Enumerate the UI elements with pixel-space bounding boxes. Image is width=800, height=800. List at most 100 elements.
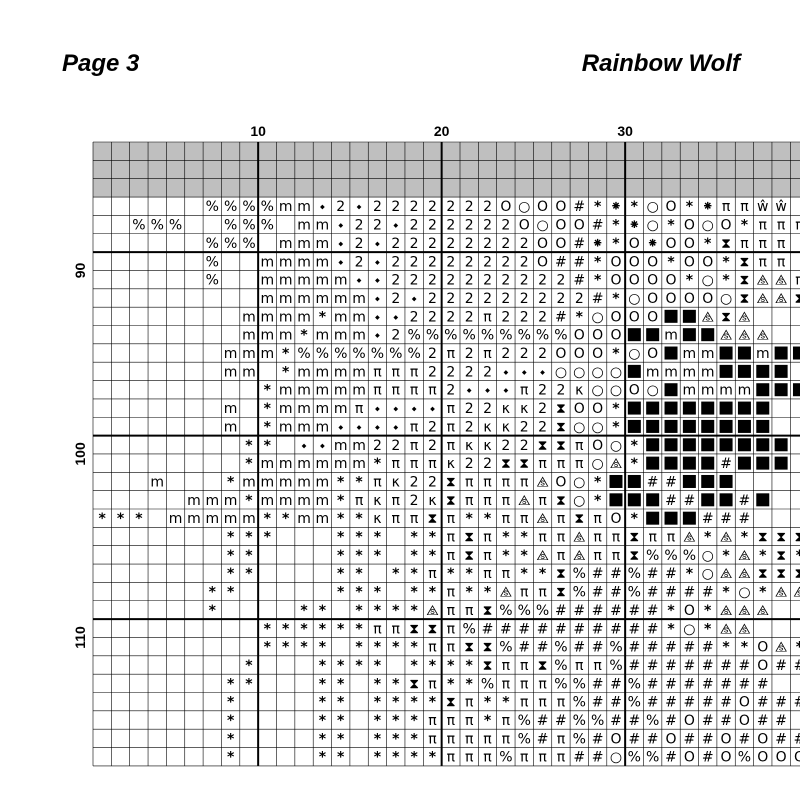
stitch-symbol: m xyxy=(316,254,330,270)
stitch-symbol xyxy=(664,383,678,397)
stitch-symbol: * xyxy=(245,456,253,472)
stitch-symbol: π xyxy=(447,750,456,766)
stitch-symbol: 2 xyxy=(520,273,529,289)
stitch-symbol: % xyxy=(316,346,329,362)
stitch-symbol: m xyxy=(701,383,715,399)
stitch-symbol: * xyxy=(245,676,253,692)
stitch-symbol: # xyxy=(702,585,714,601)
column-label: 30 xyxy=(617,123,633,139)
stitch-symbol: * xyxy=(227,713,235,729)
stitch-symbol: 2 xyxy=(336,199,345,215)
stitch-symbol: ⧌ xyxy=(536,474,549,490)
stitch-symbol xyxy=(682,438,696,452)
stitch-symbol: ⧌ xyxy=(738,566,751,582)
stitch-symbol xyxy=(774,364,788,378)
stitch-symbol: ⧌ xyxy=(701,309,714,325)
stitch-symbol: # xyxy=(794,695,800,711)
stitch-symbol: # xyxy=(573,603,585,619)
stitch-symbol: 2 xyxy=(501,273,510,289)
stitch-symbol: # xyxy=(628,658,640,674)
stitch-symbol: # xyxy=(628,621,640,637)
stitch-symbol: # xyxy=(702,713,714,729)
stitch-symbol: * xyxy=(667,218,675,234)
stitch-symbol: 2 xyxy=(446,273,455,289)
stitch-symbol xyxy=(609,474,623,488)
stitch-symbol xyxy=(664,456,678,470)
stitch-symbol: π xyxy=(465,603,474,619)
stitch-symbol xyxy=(646,438,660,452)
stitch-symbol: 2 xyxy=(410,254,419,270)
stitch-symbol: m xyxy=(150,474,164,490)
stitch-symbol: m xyxy=(279,456,293,472)
stitch-symbol: 2 xyxy=(391,254,400,270)
stitch-symbol: O xyxy=(610,273,621,289)
stitch-symbol xyxy=(682,474,696,488)
stitch-symbol: π xyxy=(410,456,419,472)
stitch-symbol: % xyxy=(151,218,164,234)
stitch-symbol: 2 xyxy=(410,273,419,289)
stitch-symbol: π xyxy=(465,731,474,747)
stitch-symbol: O xyxy=(757,750,768,766)
stitch-symbol: O xyxy=(629,273,640,289)
stitch-symbol xyxy=(646,328,660,342)
stitch-symbol: m xyxy=(683,383,697,399)
stitch-symbol: * xyxy=(355,658,363,674)
stitch-symbol: % xyxy=(628,750,641,766)
stitch-symbol: 2 xyxy=(355,218,364,234)
stitch-symbol: π xyxy=(502,731,511,747)
stitch-symbol: ⧌ xyxy=(738,621,751,637)
stitch-symbol: 2 xyxy=(483,218,492,234)
stitch-symbol: π xyxy=(759,218,768,234)
stitch-symbol: # xyxy=(720,695,732,711)
stitch-symbol: ⬩ xyxy=(375,273,380,289)
stitch-symbol: O xyxy=(666,199,677,215)
stitch-symbol: ⧗ xyxy=(483,640,493,656)
stitch-symbol: m xyxy=(242,511,256,527)
stitch-symbol: m xyxy=(352,364,366,380)
stitch-symbol: ⬩ xyxy=(375,419,380,435)
stitch-symbol: * xyxy=(355,566,363,582)
stitch-symbol: ⧌ xyxy=(775,273,788,289)
stitch-symbol: m xyxy=(279,199,293,215)
stitch-symbol: ⧗ xyxy=(556,585,566,601)
stitch-symbol: 2 xyxy=(538,346,547,362)
stitch-symbol: π xyxy=(502,474,511,490)
stitch-symbol: * xyxy=(392,713,400,729)
stitch-symbol: * xyxy=(337,676,345,692)
stitch-symbol: * xyxy=(447,566,455,582)
stitch-symbol: ⧗ xyxy=(556,438,566,454)
stitch-symbol: O xyxy=(629,236,640,252)
stitch-symbol: m xyxy=(279,254,293,270)
stitch-symbol: m xyxy=(261,309,275,325)
stitch-symbol: O xyxy=(610,731,621,747)
stitch-symbol: O xyxy=(500,199,511,215)
stitch-symbol: π xyxy=(557,511,566,527)
stitch-symbol xyxy=(701,438,715,452)
stitch-symbol: 2 xyxy=(520,291,529,307)
stitch-symbol: * xyxy=(392,695,400,711)
stitch-symbol: # xyxy=(592,695,604,711)
stitch-symbol: % xyxy=(646,713,659,729)
stitch-symbol: * xyxy=(264,438,272,454)
stitch-symbol: * xyxy=(722,254,730,270)
stitch-symbol: ⧌ xyxy=(738,328,751,344)
stitch-symbol: ⧌ xyxy=(775,640,788,656)
stitch-symbol: * xyxy=(410,731,418,747)
stitch-symbol: 2 xyxy=(428,346,437,362)
stitch-symbol: ⧗ xyxy=(464,548,474,564)
stitch-symbol: % xyxy=(242,199,255,215)
stitch-symbol: π xyxy=(593,548,602,564)
stitch-symbol: ⬩ xyxy=(338,254,343,270)
stitch-symbol: % xyxy=(463,621,476,637)
stitch-symbol xyxy=(646,401,660,415)
stitch-symbol xyxy=(792,346,800,360)
stitch-symbol: ⬩ xyxy=(393,419,398,435)
stitch-symbol: π xyxy=(483,566,492,582)
stitch-symbol: π xyxy=(447,346,456,362)
stitch-symbol: π xyxy=(667,530,676,546)
stitch-symbol: m xyxy=(205,511,219,527)
stitch-symbol: % xyxy=(518,713,531,729)
stitch-symbol: # xyxy=(628,731,640,747)
stitch-symbol: * xyxy=(209,603,217,619)
stitch-symbol: ⧌ xyxy=(720,566,733,582)
